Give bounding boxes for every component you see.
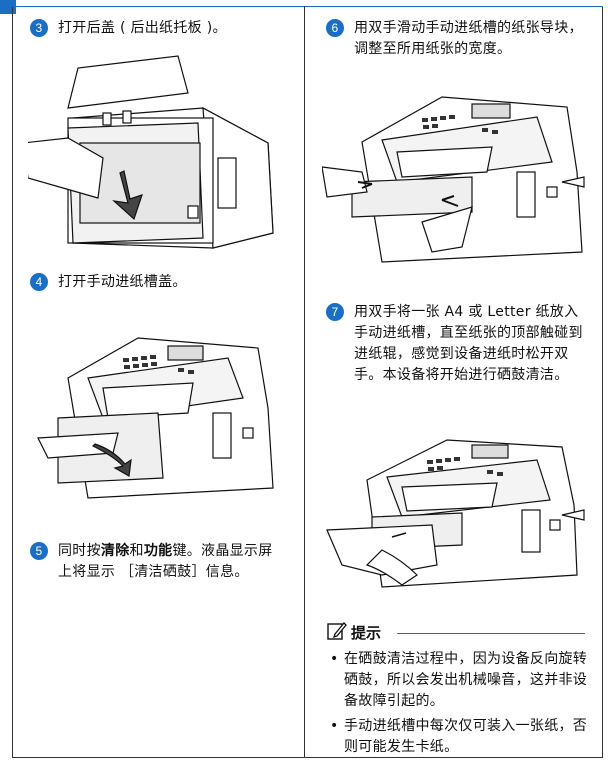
column-divider bbox=[304, 6, 305, 758]
step-5-pre: 同时按 bbox=[58, 543, 101, 559]
step-6-text: 用双手滑动手动进纸槽的纸张导块，调整至所用纸张的宽度。 bbox=[354, 20, 583, 57]
step-number-7: 7 bbox=[326, 303, 344, 321]
step-5: 5 同时按清除和功能键。液晶显示屏上将显示 ［清洁硒鼓］信息。 bbox=[30, 541, 282, 583]
page-frame bbox=[12, 6, 603, 758]
step-4: 4 打开手动进纸槽盖。 bbox=[30, 272, 300, 293]
printer-back-cover-illustration bbox=[28, 55, 274, 249]
step-number-6: 6 bbox=[326, 19, 344, 37]
bullet-dot: • bbox=[330, 718, 339, 734]
printer-manual-feed-illustration bbox=[37, 337, 274, 499]
step-4-text: 打开手动进纸槽盖。 bbox=[58, 274, 187, 290]
clear-key-label: 清除 bbox=[100, 543, 130, 559]
note-title: 提示 bbox=[351, 624, 382, 642]
step-3-text: 打开后盖 ( 后出纸托板 )。 bbox=[58, 20, 227, 36]
note-bullet-2-text: 手动进纸槽中每次仅可装入一张纸，否则可能发生卡纸。 bbox=[344, 718, 588, 755]
step-3: 3 打开后盖 ( 后出纸托板 )。 bbox=[30, 18, 300, 39]
lcd-message: ［清洁硒鼓］ bbox=[119, 564, 206, 580]
note-bullet-2: • 手动进纸槽中每次仅可装入一张纸，否则可能发生卡纸。 bbox=[330, 716, 592, 758]
step-number-4: 4 bbox=[30, 273, 48, 291]
step-7-text: 用双手将一张 A4 或 Letter 纸放入手动进纸槽，直至纸张的顶部触碰到进纸… bbox=[354, 304, 583, 383]
frame-top-rule bbox=[12, 6, 603, 7]
bullet-dot: • bbox=[330, 651, 339, 667]
pencil-note-icon bbox=[327, 622, 347, 640]
note-bullet-1-text: 在硒鼓清洁过程中，因为设备反向旋转硒鼓，所以会发出机械噪音，这并非设备故障引起的… bbox=[344, 651, 588, 709]
step-6: 6 用双手滑动手动进纸槽的纸张导块，调整至所用纸张的宽度。 bbox=[326, 18, 588, 60]
note-header: 提示 bbox=[327, 621, 587, 645]
step-5-end: 信息。 bbox=[205, 564, 249, 580]
step-5-post: 键。液晶显示屏上将显示 bbox=[58, 543, 273, 580]
step-5-mid: 和 bbox=[129, 543, 144, 559]
printer-paper-guide-illustration bbox=[322, 96, 585, 263]
function-key-label: 功能 bbox=[143, 543, 173, 559]
step-number-5: 5 bbox=[30, 542, 48, 560]
note-rule bbox=[397, 633, 585, 634]
note-bullet-1: • 在硒鼓清洁过程中，因为设备反向旋转硒鼓，所以会发出机械噪音，这并非设备故障引… bbox=[330, 649, 592, 712]
step-5-text: 同时按清除和功能键。液晶显示屏上将显示 ［清洁硒鼓］信息。 bbox=[58, 541, 282, 583]
printer-insert-paper-illustration bbox=[326, 439, 585, 588]
step-7: 7 用双手将一张 A4 或 Letter 纸放入手动进纸槽，直至纸张的顶部触碰到… bbox=[326, 302, 588, 386]
step-number-3: 3 bbox=[30, 19, 48, 37]
